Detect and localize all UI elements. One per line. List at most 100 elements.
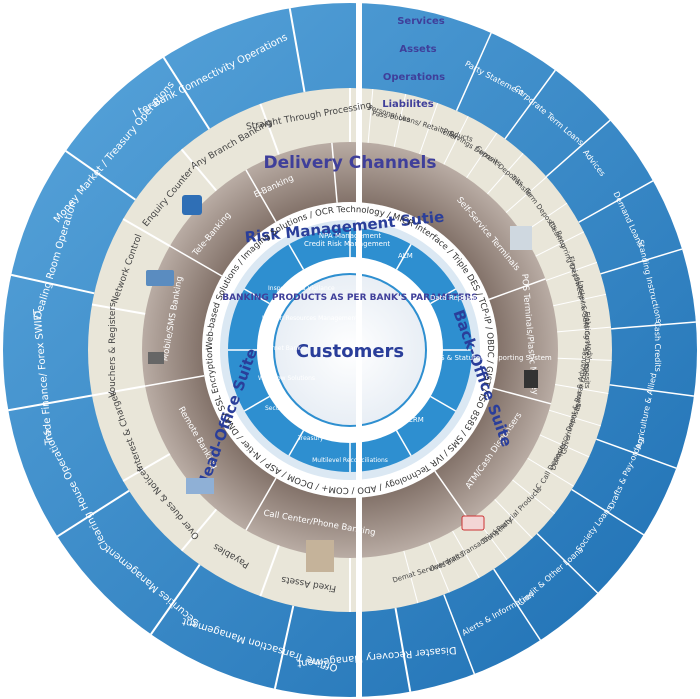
credit-risk-label: Credit Risk Management: [304, 240, 390, 248]
mid-divider: [91, 303, 146, 315]
banking-products-label: BANKING PRODUCTS AS PER BANK'S PARAMETER…: [222, 293, 478, 303]
right-mid-divider: [443, 115, 469, 165]
tab-assets[interactable]: Assets: [399, 44, 436, 55]
channel-divider: [145, 374, 205, 387]
right-mid-divider: [553, 293, 607, 307]
mobile-icon: [148, 352, 164, 364]
data-repository-label: Data Repository: [430, 294, 486, 302]
outer-divider: [162, 56, 211, 130]
right-mid-divider: [535, 231, 585, 257]
delivery-channels-title: Delivery Channels: [263, 153, 436, 173]
inspection-label: Inspection & Vigilance: [268, 285, 335, 292]
right-mid-label: LC: [532, 482, 544, 494]
mid-divider: [259, 103, 280, 155]
right-mid-divider: [548, 409, 601, 427]
suite-sector-divider: [243, 288, 270, 305]
suite-sector-divider: [243, 395, 270, 412]
right-mid-divider: [555, 383, 609, 394]
bottom-items: Multilevel Reconciliations Treasury Secu…: [265, 405, 388, 464]
tab-operations[interactable]: Operations: [383, 72, 445, 83]
right-mid-divider: [545, 261, 598, 281]
channel-divider: [331, 142, 338, 203]
outer-divider: [8, 394, 93, 412]
right-mid-divider: [557, 357, 612, 361]
right-mid-divider: [512, 479, 555, 514]
outer-divider: [150, 564, 201, 635]
suite-sector-divider: [288, 243, 305, 270]
right-tabs: Services Assets Operations Liabilites: [382, 16, 445, 110]
right-outer-divider: [455, 32, 492, 111]
right-outer-divider: [600, 248, 683, 275]
right-mid-divider: [557, 326, 612, 333]
suite-sector-divider: [430, 288, 457, 305]
right-outer-divider: [611, 321, 696, 330]
right-outer-divider: [578, 180, 654, 223]
crm-label: CRM: [408, 416, 424, 424]
right-mid-divider: [403, 550, 419, 604]
mid-left-label: Vouchers & Registers: [108, 302, 118, 398]
mid-divider: [122, 453, 171, 482]
right-mid-divider: [452, 530, 480, 579]
suite-sector-divider: [395, 430, 412, 457]
right-outer-divider: [545, 119, 611, 178]
right-mid-label: Floating rate Deposits: [583, 311, 591, 389]
mid-divider: [91, 385, 146, 397]
outer-divider: [56, 489, 130, 538]
treasury-label: Treasury: [297, 435, 324, 442]
hrm-label: Human Resources Management: [262, 315, 358, 322]
tele-banking-icon: [146, 270, 174, 286]
securities-label: Securities: [265, 405, 295, 412]
tab-liabilites[interactable]: Liabilites: [382, 99, 434, 110]
npa-label: NPA Management: [319, 232, 381, 240]
right-mid-divider: [487, 153, 524, 195]
internet-bank-label: Internet Bank: [260, 345, 301, 352]
right-outer-divider: [493, 568, 541, 641]
self-service-icon: [510, 226, 532, 250]
mid-divider: [180, 508, 218, 552]
outer-divider: [394, 607, 412, 692]
right-outer-divider: [443, 594, 476, 675]
radial-dividers: [8, 8, 696, 692]
customers-label: Customers: [296, 341, 404, 362]
right-mid-divider: [393, 93, 407, 147]
channel-divider: [245, 477, 277, 531]
right-mid-divider: [419, 102, 439, 155]
tab-services[interactable]: Services: [397, 16, 445, 27]
mis-label: MIS & Statutory Reporting System: [432, 354, 552, 362]
channel-divider: [169, 245, 223, 277]
card-icon: [461, 515, 485, 531]
right-outer-divider: [571, 488, 645, 536]
outer-divider: [11, 273, 95, 295]
mid-divider: [122, 218, 171, 247]
back-items: Data Repository MIS & Statutory Reportin…: [408, 294, 552, 424]
right-mid-divider: [494, 499, 533, 539]
pos-icon: [524, 370, 538, 388]
outer-divider: [288, 8, 306, 93]
call-center-icon: [306, 540, 334, 572]
suite-sector-divider: [288, 430, 305, 457]
head-items: Workflow Solutions Internet Bank Human R…: [258, 285, 358, 382]
right-mid-divider: [505, 176, 547, 213]
right-mid-divider: [466, 132, 498, 179]
alm-label: ALM: [398, 252, 413, 260]
right-mid-divider: [428, 542, 450, 593]
risk-items: Credit Risk Management NPA Management AL…: [304, 232, 413, 260]
mid-divider: [259, 545, 280, 597]
remote-banking-icon: [186, 478, 214, 494]
divider-vertical: [356, 0, 362, 699]
right-mid-divider: [527, 457, 574, 487]
channel-icons: [146, 195, 538, 572]
e-banking-icon: [182, 195, 202, 215]
right-outer-divider: [504, 69, 556, 140]
outer-divider: [65, 150, 136, 201]
right-outer-label: Cash Credits: [653, 321, 663, 372]
customers-core: [273, 273, 427, 427]
mid-divider: [180, 148, 218, 192]
suite-sector-divider: [430, 395, 457, 412]
workflow-label: Workflow Solutions: [258, 375, 315, 382]
suite-sector-divider: [395, 243, 412, 270]
right-outer-divider: [609, 384, 695, 397]
right-mid-divider: [367, 88, 374, 143]
right-outer-divider: [596, 438, 677, 469]
